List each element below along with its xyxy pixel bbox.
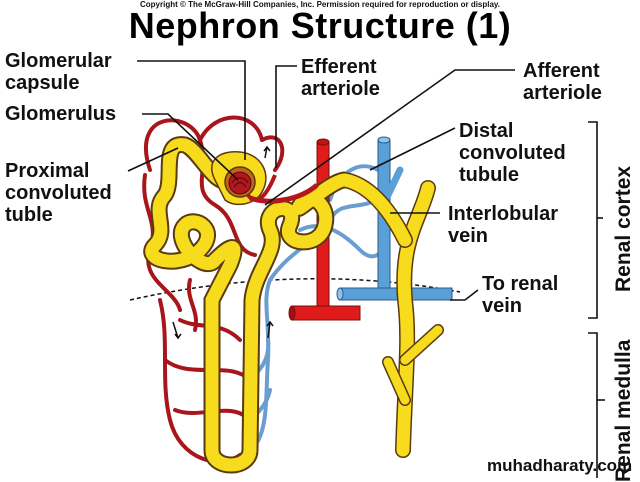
label-to-renal-vein: To renal vein — [482, 273, 558, 317]
label-line: Proximal — [5, 160, 90, 182]
label-afferent-arteriole: Afferent arteriole — [523, 60, 602, 104]
label-line: convoluted — [459, 142, 566, 164]
label-line: Distal — [459, 120, 514, 142]
label-efferent-arteriole: Efferent arteriole — [301, 56, 380, 100]
label-line: To renal — [482, 273, 559, 295]
label-glomerular-capsule: Glomerular capsule — [5, 50, 112, 94]
label-line: Interlobular — [448, 203, 559, 225]
region-renal-cortex: Renal cortex — [612, 165, 635, 292]
afferent-arteriole — [249, 183, 319, 204]
label-line: Afferent — [523, 60, 600, 82]
label-line: Glomerular — [5, 50, 112, 72]
flow-arrows — [172, 145, 274, 340]
label-line: Efferent — [301, 56, 377, 78]
watermark: muhadharaty.com — [487, 456, 633, 475]
region-brackets — [588, 121, 605, 478]
label-interlobular-vein: Interlobular vein — [448, 203, 558, 247]
interlobular-vein — [336, 136, 453, 301]
label-glomerulus: Glomerulus — [5, 103, 117, 125]
label-proximal-tubule: Proximal convoluted tuble — [5, 160, 112, 226]
label-distal-tubule: Distal convoluted tubule — [459, 120, 566, 186]
leader-lines — [127, 60, 515, 301]
copyright-notice: Copyright © The McGraw-Hill Companies, I… — [139, 0, 501, 9]
label-line: arteriole — [523, 82, 602, 104]
page-title: Nephron Structure (1) — [128, 5, 512, 46]
label-line: vein — [448, 225, 489, 247]
cortex-medulla-boundary — [129, 278, 461, 301]
collecting-duct — [337, 172, 444, 458]
label-line: capsule — [5, 72, 80, 94]
label-line: convoluted — [5, 182, 112, 204]
label-line: tubule — [459, 164, 519, 186]
label-line: vein — [482, 295, 523, 317]
label-line: tuble — [5, 204, 53, 226]
label-line: arteriole — [301, 78, 380, 100]
